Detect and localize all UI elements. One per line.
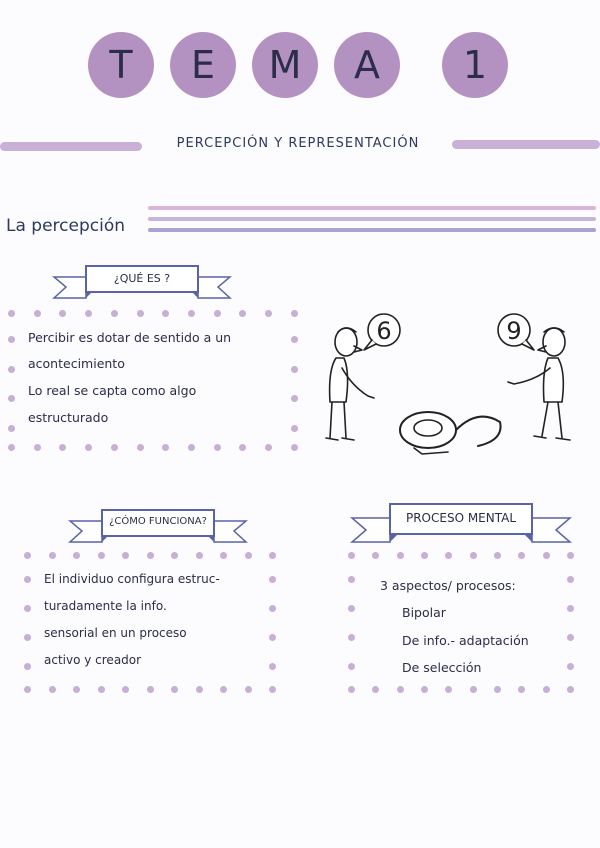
box2-dots-left: [24, 576, 31, 670]
proceso-mental-line-4: De selección: [402, 660, 482, 675]
como-funciona-line-1: El individuo configura estruc-: [44, 572, 220, 586]
box1-dots-bottom: [8, 444, 298, 451]
proceso-mental-line-3: De info.- adaptación: [402, 633, 529, 648]
ribbon-que-es-label: ¿QUÉ ES ?: [113, 272, 171, 285]
box3-dots-right: [567, 576, 574, 670]
proceso-mental-line-1: 3 aspectos/ procesos:: [380, 578, 516, 593]
six-nine-illustration: 6 9 6: [318, 310, 588, 458]
ribbon-proceso-mental-label: PROCESO MENTAL: [405, 511, 517, 525]
title-circle-1: 1: [442, 32, 508, 98]
como-funciona-line-3: sensorial en un proceso: [44, 626, 187, 640]
box1-dots-right: [291, 336, 298, 432]
section-heading: La percepción: [6, 216, 125, 236]
que-es-line-3: Lo real se capta como algo: [28, 383, 197, 398]
subtitle-bar-right: [452, 140, 600, 149]
box2-dots-top: [24, 552, 276, 559]
box2-dots-right: [269, 576, 276, 670]
como-funciona-line-2: turadamente la info.: [44, 599, 167, 613]
title-circle-m: M: [252, 32, 318, 98]
box3-dots-top: [348, 552, 574, 559]
left-person: [325, 327, 375, 441]
que-es-line-2: acontecimiento: [28, 356, 125, 371]
right-bubble-number: 9: [506, 317, 521, 345]
box3-dots-left: [348, 576, 355, 670]
subtitle-bar-left: [0, 142, 142, 151]
section-stripe-2: [148, 217, 596, 221]
floor-number-shape: [399, 411, 502, 455]
ribbon-proceso-mental: PROCESO MENTAL: [350, 502, 572, 544]
left-speech-bubble: [363, 313, 401, 351]
section-stripe-3: [148, 228, 596, 232]
ribbon-como-funciona-label: ¿CÓMO FUNCIONA?: [109, 516, 207, 527]
subtitle: PERCEPCIÓN Y REPRESENTACIÓN: [176, 136, 420, 151]
box3-dots-bottom: [348, 686, 574, 693]
box2-dots-bottom: [24, 686, 276, 693]
title-circle-e: E: [170, 32, 236, 98]
right-speech-bubble: [497, 313, 535, 351]
que-es-line-1: Percibir es dotar de sentido a un: [28, 330, 232, 345]
que-es-line-4: estructurado: [28, 410, 109, 425]
box1-dots-top: [8, 310, 298, 317]
title-circle-t: T: [88, 32, 154, 98]
ribbon-como-funciona: ¿CÓMO FUNCIONA?: [68, 508, 248, 544]
right-person: [507, 327, 571, 441]
ribbon-que-es: ¿QUÉ ES ?: [52, 264, 232, 300]
box1-dots-left: [8, 336, 15, 432]
left-bubble-number: 6: [376, 317, 391, 345]
proceso-mental-line-2: Bipolar: [402, 605, 446, 620]
section-stripe-1: [148, 206, 596, 210]
como-funciona-line-4: activo y creador: [44, 653, 142, 667]
title-circle-a: A: [334, 32, 400, 98]
